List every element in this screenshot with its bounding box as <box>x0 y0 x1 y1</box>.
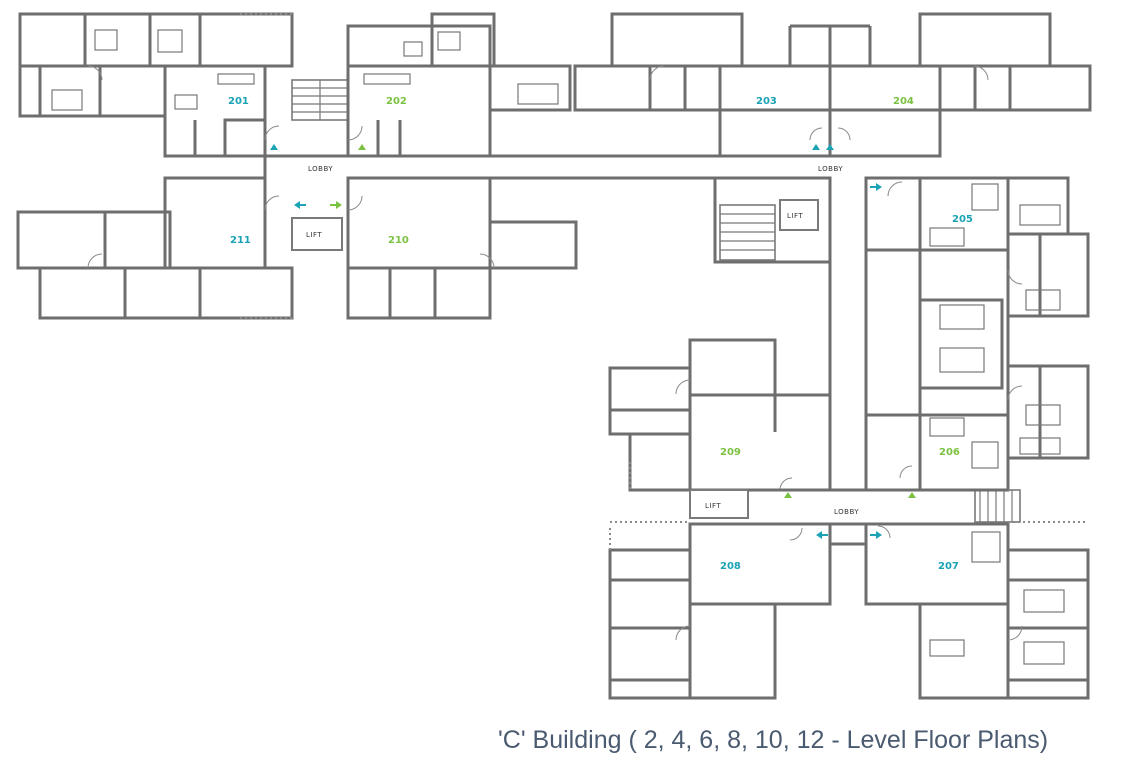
unit-label-204: 204 <box>893 96 914 107</box>
south-west-wing <box>608 338 832 700</box>
unit-label-208: 208 <box>720 561 741 572</box>
lobby-label-north-west: LOBBY <box>308 165 333 173</box>
unit-label-210: 210 <box>388 235 409 246</box>
unit-label-211: 211 <box>230 235 251 246</box>
south-east-wing <box>864 521 1090 700</box>
unit-label-209: 209 <box>720 447 741 458</box>
floor-plan: LOBBY LOBBY LOBBY LIFT LIFT LIFT 201 202… <box>16 12 1092 700</box>
west-wing <box>16 176 578 320</box>
plan-caption: 'C' Building ( 2, 4, 6, 8, 10, 12 - Leve… <box>498 726 1049 754</box>
south-corridor <box>748 488 1008 604</box>
stairs-center <box>719 204 776 261</box>
unit-label-203: 203 <box>756 96 777 107</box>
north-wing <box>18 12 1092 158</box>
lift-south <box>689 489 749 519</box>
unit-label-205: 205 <box>952 214 973 225</box>
east-wing <box>864 176 1090 523</box>
lift-label-south: LIFT <box>705 502 721 510</box>
entry-arrows <box>270 144 916 539</box>
lift-west <box>291 217 343 251</box>
unit-label-206: 206 <box>939 447 960 458</box>
lift-center <box>779 199 819 231</box>
lift-label-center: LIFT <box>787 212 803 220</box>
unit-label-202: 202 <box>386 96 407 107</box>
unit-label-207: 207 <box>938 561 959 572</box>
stairs-east <box>974 489 1021 523</box>
lift-label-west: LIFT <box>306 231 322 239</box>
unit-label-201: 201 <box>228 96 249 107</box>
stairs-north <box>291 79 349 121</box>
lobby-label-north-east: LOBBY <box>818 165 843 173</box>
north-corridor <box>263 154 890 180</box>
central-core <box>713 176 868 490</box>
lobby-label-south: LOBBY <box>834 508 859 516</box>
